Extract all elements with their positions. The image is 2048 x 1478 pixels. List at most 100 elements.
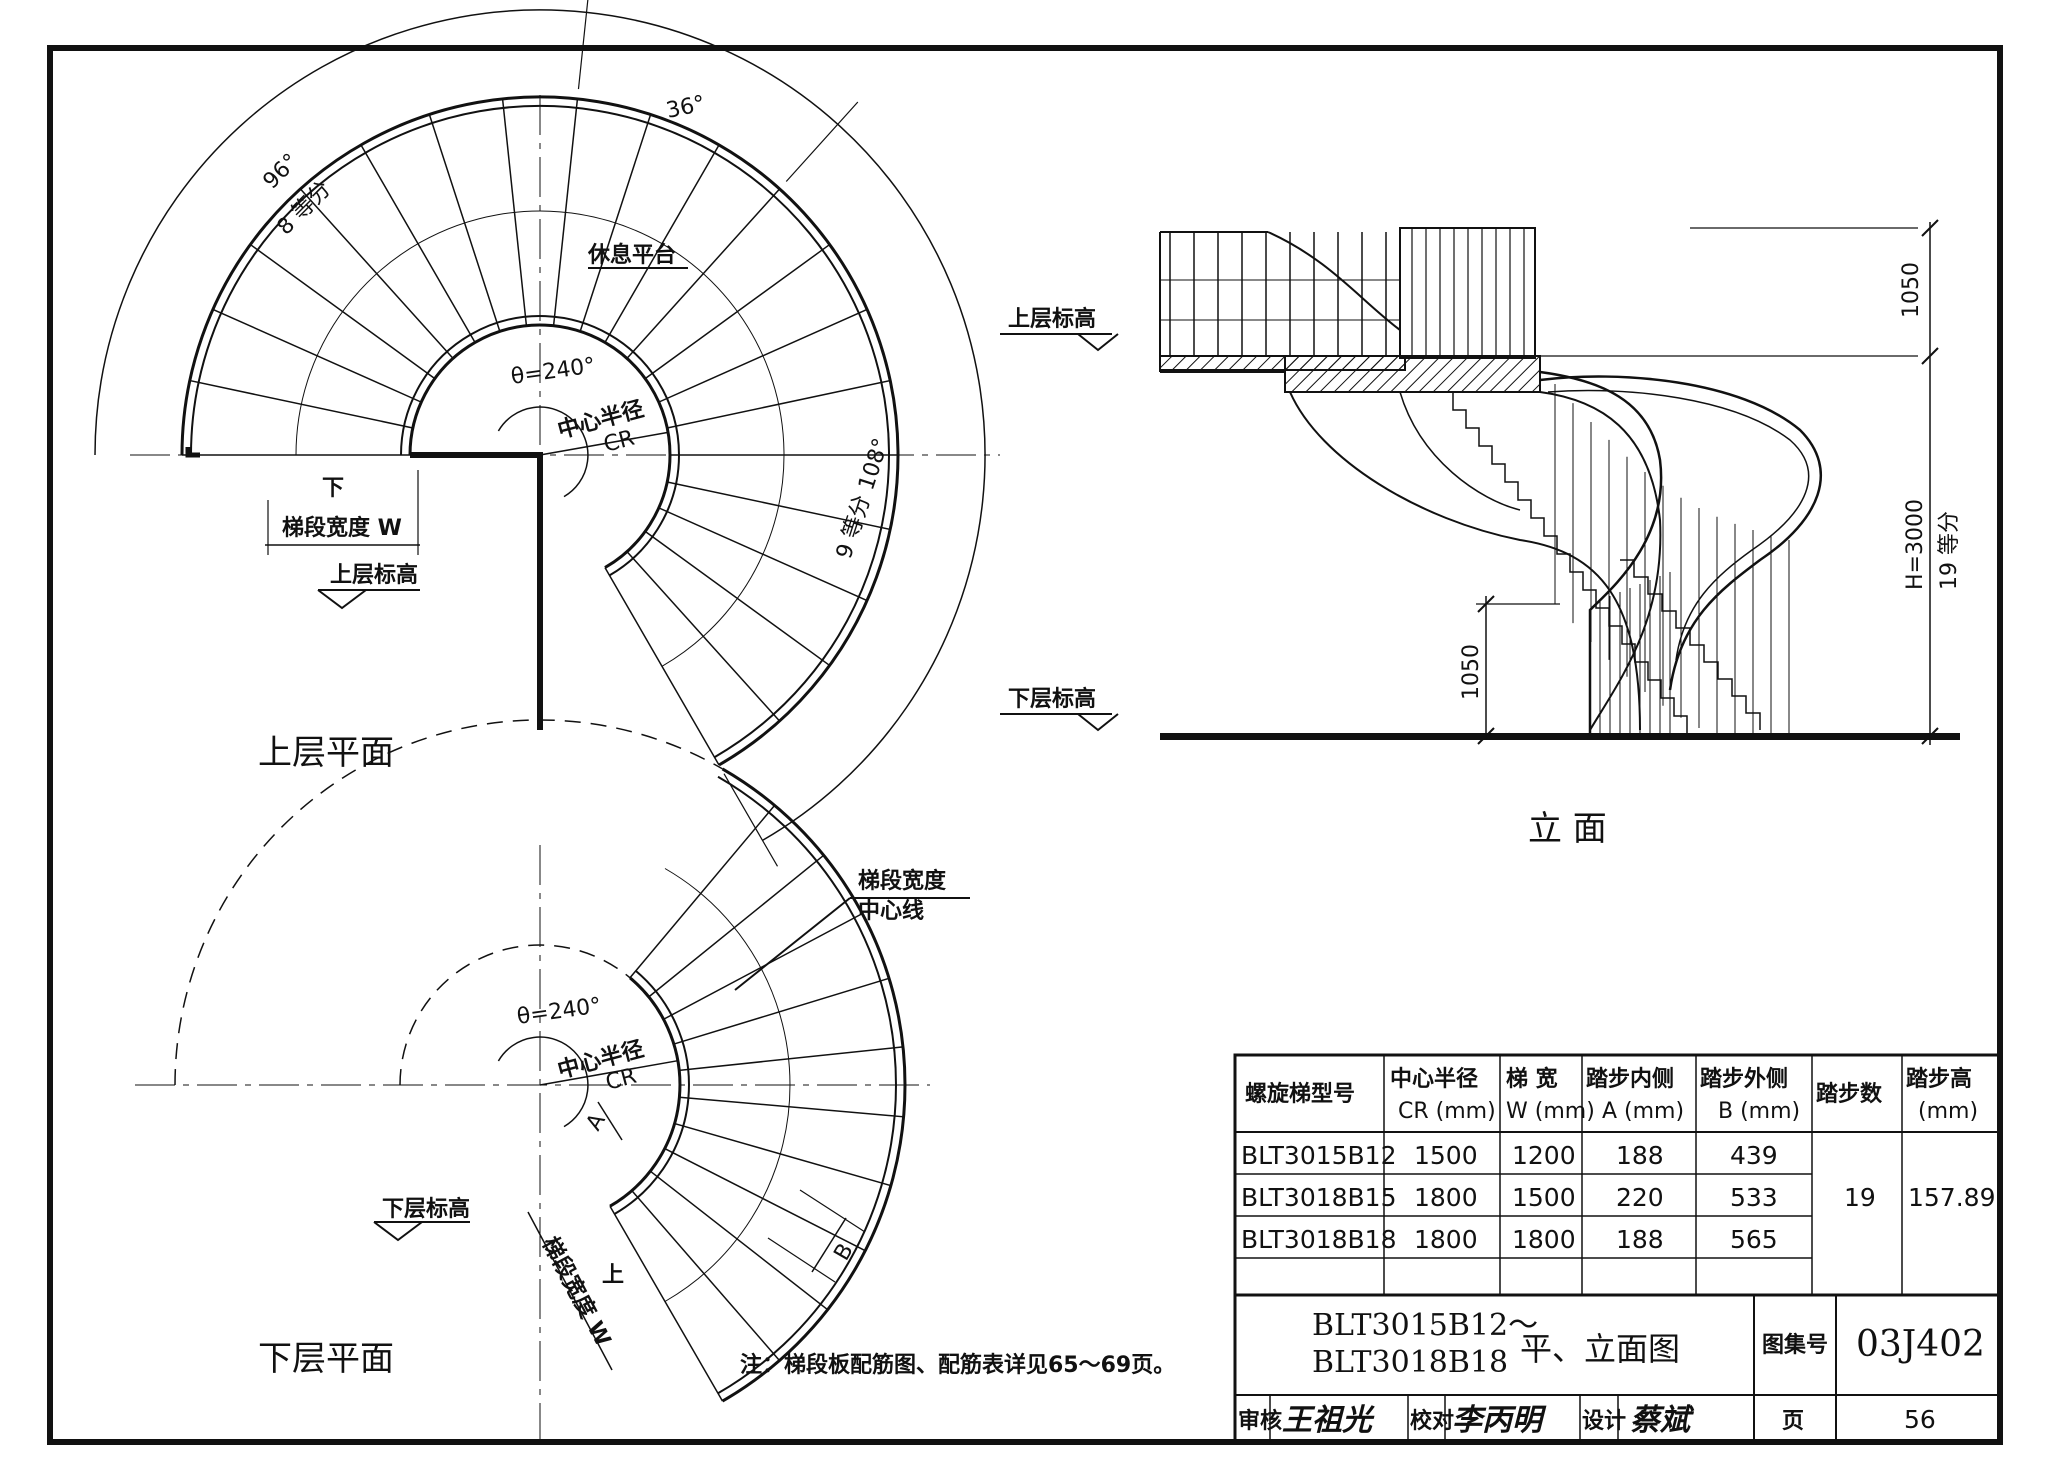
inner-stringer bbox=[408, 323, 672, 569]
extension-line bbox=[723, 773, 779, 867]
dimension-line bbox=[811, 1217, 847, 1273]
table-row: BLT3018B18 1800 1800 188 565 bbox=[1241, 1225, 1778, 1254]
dimension-tick bbox=[1921, 727, 1939, 745]
check-label: 校对 bbox=[1410, 1408, 1454, 1434]
center-line-label-1: 梯段宽度 bbox=[858, 868, 947, 894]
slab-edge bbox=[410, 452, 543, 730]
inner-stringer bbox=[609, 976, 682, 1208]
tread-line bbox=[658, 507, 868, 602]
step-height-value: 157.89 bbox=[1908, 1183, 1995, 1212]
tread-line bbox=[299, 188, 454, 359]
tread-line bbox=[649, 1170, 829, 1311]
center-line-label-2: 中心线 bbox=[858, 898, 924, 924]
table-row: BLT3015B12 1500 1200 188 439 bbox=[1241, 1141, 1778, 1170]
table-cell: 188 bbox=[1616, 1141, 1664, 1170]
review-label: 审核 bbox=[1238, 1408, 1282, 1434]
table-cell: 1200 bbox=[1512, 1141, 1576, 1170]
steps-value: 19 bbox=[1844, 1183, 1876, 1212]
drawing-name: 平、立面图 bbox=[1520, 1330, 1680, 1368]
extension-line bbox=[767, 1237, 836, 1283]
header-w-unit: W (mm) bbox=[1506, 1099, 1595, 1124]
upper-level-label: 上层标高 bbox=[1008, 306, 1096, 332]
model-range-1: BLT3015B12～ bbox=[1312, 1308, 1538, 1343]
page-number: 56 bbox=[1904, 1405, 1936, 1434]
design-label: 设计 bbox=[1582, 1409, 1626, 1434]
a-label: A bbox=[582, 1109, 611, 1135]
model-range-2: BLT3018B18 bbox=[1312, 1345, 1508, 1380]
down-label: 下 bbox=[322, 476, 344, 501]
extension-line bbox=[577, 0, 589, 90]
up-label: 上 bbox=[602, 1263, 624, 1288]
page-label: 页 bbox=[1782, 1409, 1804, 1434]
theta-label: θ=240° bbox=[515, 993, 603, 1030]
tread-line bbox=[604, 567, 720, 766]
tread-line bbox=[667, 379, 891, 429]
tread-line bbox=[609, 1205, 724, 1402]
table-cell: 1800 bbox=[1414, 1225, 1478, 1254]
header-cr: 中心半径 bbox=[1390, 1066, 1478, 1092]
inner-stringer bbox=[613, 970, 690, 1215]
rail-height-bottom-label: 1050 bbox=[1459, 644, 1484, 700]
tread-line bbox=[679, 1096, 904, 1118]
rail-height-top-label: 1050 bbox=[1899, 262, 1924, 318]
handrail bbox=[1267, 231, 1401, 331]
header-step-height: 踏步高 bbox=[1906, 1066, 1972, 1092]
tread-line bbox=[644, 243, 831, 380]
designer-signature: 蔡斌 bbox=[1630, 1403, 1695, 1438]
tread-line bbox=[631, 1190, 781, 1361]
tread-line bbox=[579, 114, 652, 332]
theta-arc bbox=[497, 406, 589, 498]
tread-line bbox=[664, 1147, 866, 1252]
tread-line bbox=[673, 977, 890, 1045]
elevation-drawing bbox=[1159, 219, 1960, 745]
outer-stringer bbox=[180, 95, 900, 767]
table-cell: BLT3015B12 bbox=[1241, 1141, 1397, 1170]
header-model: 螺旋梯型号 bbox=[1245, 1081, 1355, 1107]
upper-plan bbox=[94, 0, 1000, 867]
theta-arc bbox=[497, 1036, 589, 1128]
dimension-tick bbox=[1921, 347, 1939, 365]
upper-level-label: 上层标高 bbox=[330, 562, 418, 588]
atlas-label: 图集号 bbox=[1762, 1332, 1828, 1358]
stair-steps bbox=[1440, 391, 1688, 734]
elevation-labels: 立 面 上层标高 下层标高 1050 1050 H=3000 19 等分 bbox=[1000, 262, 1962, 849]
lower-level-label: 下层标高 bbox=[1008, 686, 1096, 712]
table-cell: BLT3018B18 bbox=[1241, 1225, 1397, 1254]
dimension-line bbox=[527, 1211, 613, 1371]
tread-line bbox=[648, 854, 825, 998]
table-cell: 1500 bbox=[1414, 1141, 1478, 1170]
upper-slab bbox=[1284, 355, 1541, 393]
header-b: 踏步外侧 bbox=[1700, 1066, 1788, 1092]
landing-label: 休息平台 bbox=[587, 242, 676, 268]
table-cell: BLT3018B15 bbox=[1241, 1183, 1397, 1212]
dimension-arc bbox=[586, 11, 839, 125]
radius-line bbox=[539, 431, 669, 456]
header-step-height-unit: (mm) bbox=[1918, 1099, 1978, 1124]
table-cell: 220 bbox=[1616, 1183, 1664, 1212]
table-cell: 1800 bbox=[1512, 1225, 1576, 1254]
tread-line bbox=[674, 1122, 892, 1187]
tread-line bbox=[360, 144, 476, 343]
tread-line bbox=[629, 804, 776, 979]
tread-line bbox=[626, 188, 781, 359]
note-text: 注：梯段板配筋图、配筋表详见65～69页。 bbox=[740, 1352, 1175, 1378]
table-cell: 1800 bbox=[1414, 1183, 1478, 1212]
tread-line bbox=[604, 144, 720, 343]
table-cell: 1500 bbox=[1512, 1183, 1576, 1212]
upper-plan-title: 上层平面 bbox=[258, 733, 394, 773]
handrail bbox=[1539, 370, 1663, 736]
drawing-frame bbox=[47, 45, 2003, 1445]
tread-line bbox=[249, 243, 436, 380]
reviewer-signature: 王祖光 bbox=[1282, 1403, 1375, 1438]
slab-edge bbox=[185, 447, 200, 458]
lower-plan-labels: 下层平面 梯段宽度 中心线 θ=240° 中心半径 CR A B 上 梯段宽度 … bbox=[258, 868, 970, 1379]
tread-line bbox=[189, 379, 413, 429]
tread-line bbox=[212, 308, 422, 403]
tread-line bbox=[679, 1046, 904, 1072]
dashed-outline bbox=[399, 944, 631, 1086]
tread-line bbox=[428, 114, 501, 332]
lower-level-label: 下层标高 bbox=[382, 1196, 470, 1222]
stringer-curve bbox=[1539, 391, 1662, 731]
dimension-tick bbox=[1477, 595, 1495, 613]
